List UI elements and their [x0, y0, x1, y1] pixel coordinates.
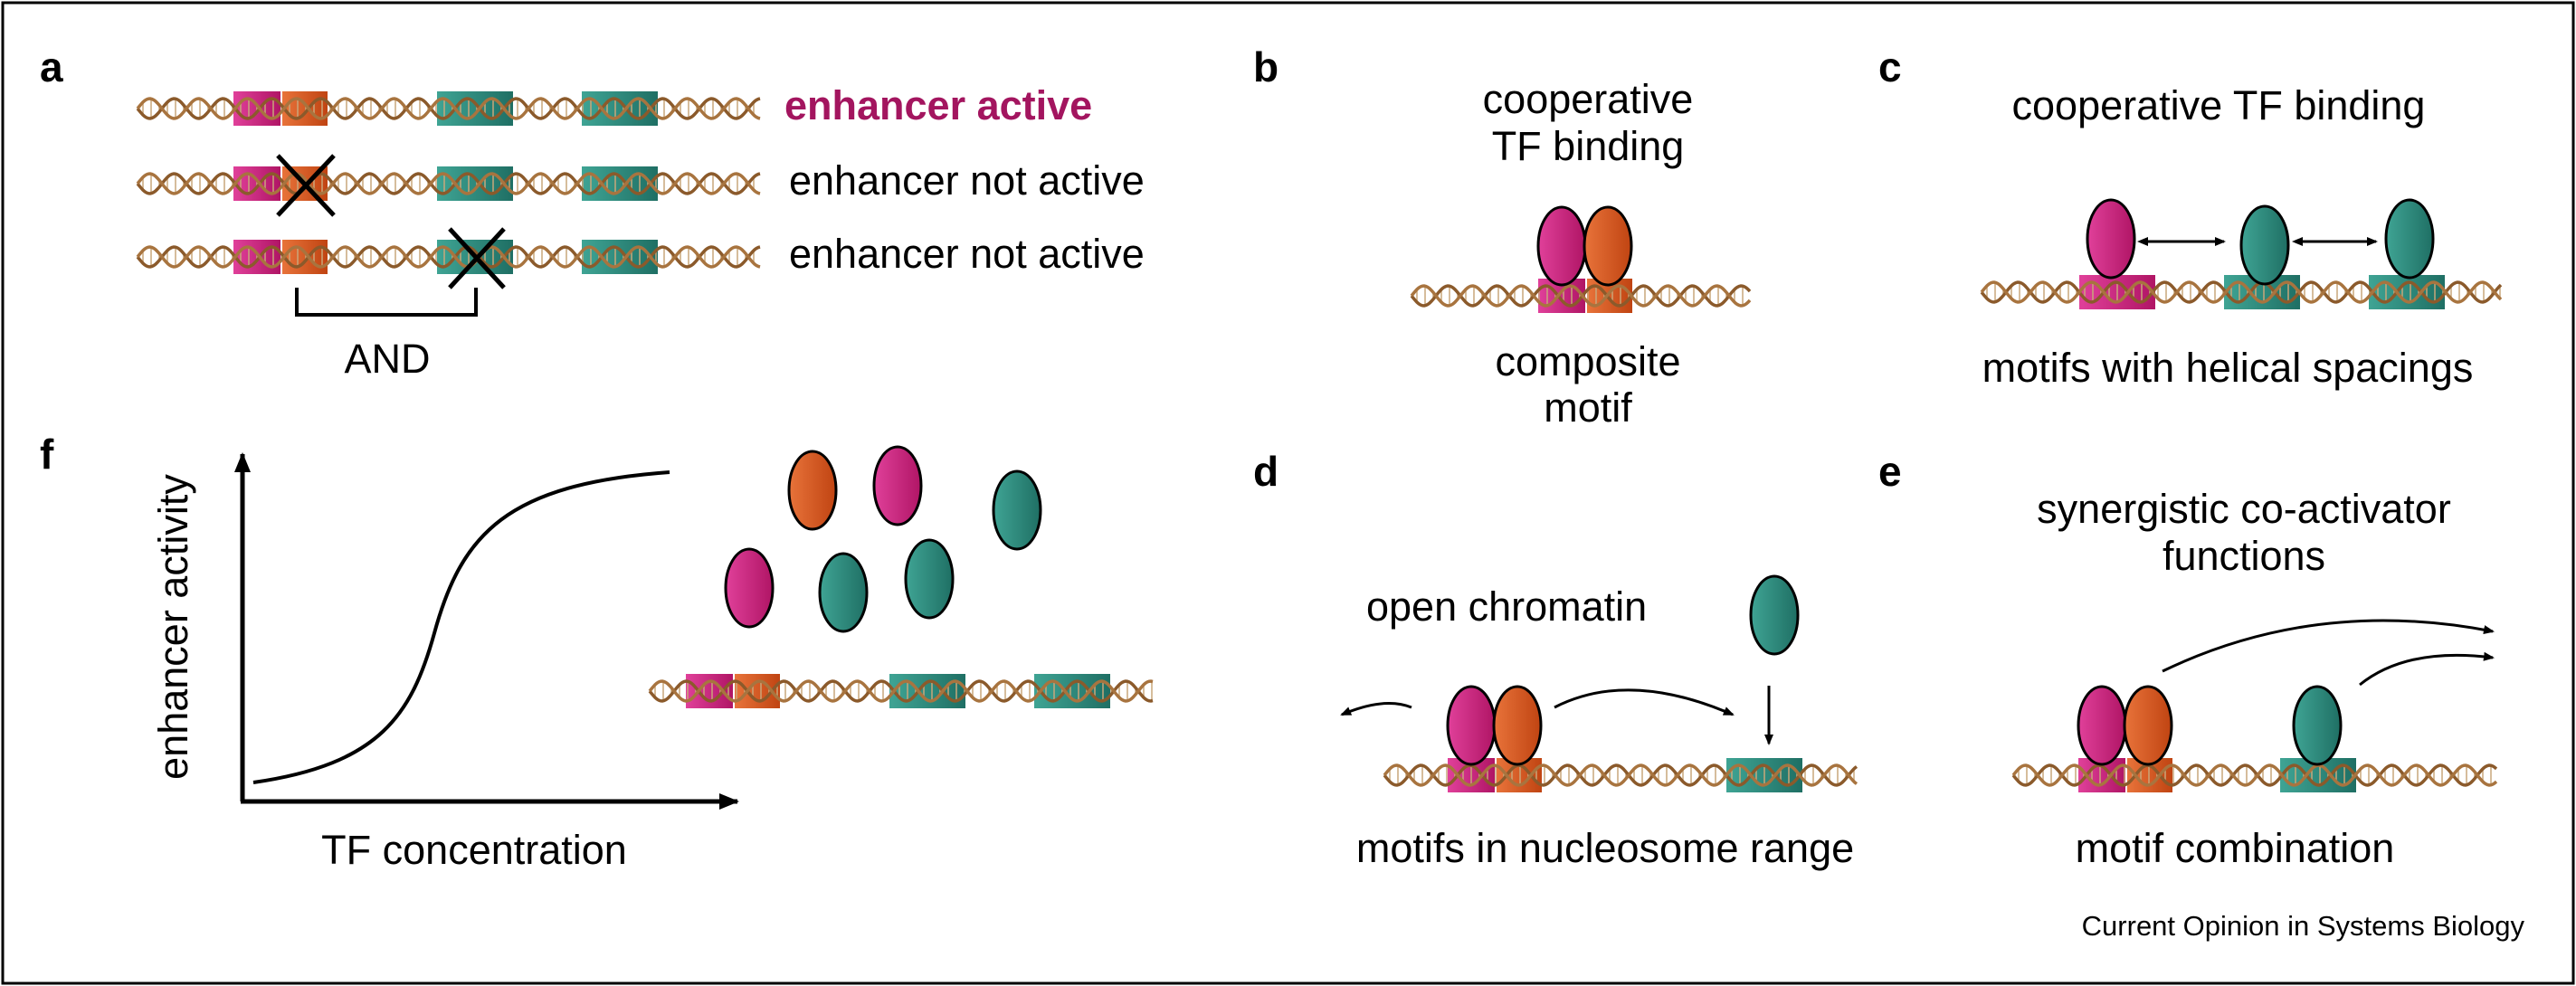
tf-teal — [2239, 204, 2290, 286]
tf-teal-unbound — [1749, 574, 1800, 656]
dna-strand-b — [1980, 280, 2503, 304]
panel-e-title-line2: functions — [2163, 533, 2325, 579]
dna-helix — [136, 245, 761, 269]
tf-orange — [787, 450, 838, 531]
tf-orange — [1583, 205, 1633, 287]
motif-combination-dna — [2011, 758, 2498, 792]
dna-strand-a — [1383, 763, 1858, 787]
motif-teal — [582, 166, 658, 201]
panel-c-title: cooperative TF binding — [2012, 82, 2426, 128]
panel-d-label: open chromatin — [1366, 583, 1647, 630]
dna-strand-a — [136, 172, 761, 195]
arrow-icon — [1554, 688, 1735, 716]
tf-teal — [2292, 685, 2343, 766]
motif-teal — [437, 91, 513, 126]
tf-magenta — [724, 547, 775, 629]
cross-out-icon — [448, 227, 506, 289]
tf-teal — [2384, 198, 2435, 280]
label-and: AND — [344, 336, 430, 382]
dna-helix — [1410, 284, 1752, 308]
motif-teal — [437, 166, 513, 201]
tf-magenta — [2086, 198, 2136, 280]
tf-teal — [992, 469, 1042, 551]
tf-magenta — [1536, 205, 1587, 287]
journal-credit: Current Opinion in Systems Biology — [2082, 910, 2525, 942]
and-bracket — [295, 288, 478, 317]
dna-row-active — [136, 91, 761, 126]
dna-strand-b — [1383, 763, 1858, 787]
nucleosome-range-dna — [1383, 758, 1858, 792]
panel-e-letter: e — [1878, 448, 1902, 495]
dna-row-orange-knocked-out — [136, 154, 761, 217]
panel-b-title-line2: TF binding — [1492, 123, 1685, 169]
panel-b-title-line1: cooperative — [1483, 76, 1694, 122]
panel-f-letter: f — [40, 431, 54, 478]
dna-helix — [136, 97, 761, 120]
label-enhancer-not-active: enhancer not active — [789, 231, 1145, 277]
dna-strand-a — [1980, 280, 2503, 304]
motif-teal — [1034, 674, 1110, 708]
tf-pair — [1536, 205, 1633, 287]
sigmoid-curve — [252, 470, 670, 784]
arrow-icon — [2359, 651, 2495, 687]
panel-b-letter: b — [1253, 43, 1278, 90]
arrow-icon — [1340, 702, 1412, 716]
panel-c-caption: motifs with helical spacings — [1982, 345, 2474, 391]
tf-teal — [818, 552, 869, 633]
tf-orange — [2123, 685, 2173, 766]
tf-magenta — [2077, 685, 2127, 766]
dna-strand-b — [136, 245, 761, 269]
panel-c-letter: c — [1878, 43, 1902, 90]
dna-strand-b — [136, 97, 761, 120]
panel-a-letter: a — [40, 43, 63, 90]
y-axis-label: enhancer activity — [150, 474, 196, 780]
dna-strand-a — [136, 245, 761, 269]
motif-teal — [889, 674, 965, 708]
dna-helix — [2011, 763, 2498, 787]
tf-orange — [1492, 685, 1543, 766]
cross-out-icon — [276, 154, 336, 217]
panel-b-caption-line1: composite — [1495, 338, 1680, 384]
enhancer-dna — [648, 674, 1154, 708]
dna-strand-b — [648, 679, 1154, 703]
free-tfs — [724, 445, 1042, 633]
motif-teal — [2369, 275, 2445, 309]
motif-magenta — [686, 674, 733, 708]
tf-magenta — [1446, 685, 1497, 766]
dna-strand-b — [2011, 763, 2498, 787]
panel-e-title-line1: synergistic co-activator — [2037, 486, 2451, 532]
label-enhancer-not-active: enhancer not active — [789, 157, 1145, 204]
panel-d-letter: d — [1253, 448, 1278, 495]
dna-helix — [1383, 763, 1858, 787]
x-axis-label: TF concentration — [321, 827, 627, 873]
helical-spacing-dna — [1980, 275, 2503, 309]
dna-helix — [1980, 280, 2503, 304]
motif-teal — [582, 91, 658, 126]
composite-motif-dna — [1410, 279, 1752, 313]
dna-helix — [136, 172, 761, 195]
dna-strand-b — [136, 172, 761, 195]
panel-b-caption-line2: motif — [1544, 384, 1632, 431]
panel-d-caption: motifs in nucleosome range — [1356, 825, 1854, 871]
arrow-icon — [2162, 619, 2495, 673]
dna-strand-a — [136, 97, 761, 120]
panel-e-caption: motif combination — [2076, 825, 2395, 871]
tf-magenta — [872, 445, 923, 526]
label-enhancer-active: enhancer active — [784, 82, 1092, 128]
dna-row-teal-knocked-out — [136, 227, 761, 289]
motif-teal — [582, 240, 658, 274]
dna-strand-a — [2011, 763, 2498, 787]
dna-strand-a — [1410, 284, 1752, 308]
dna-strand-a — [648, 679, 1154, 703]
tf-teal — [904, 538, 955, 620]
dna-helix — [648, 679, 1154, 703]
dna-strand-b — [1410, 284, 1752, 308]
